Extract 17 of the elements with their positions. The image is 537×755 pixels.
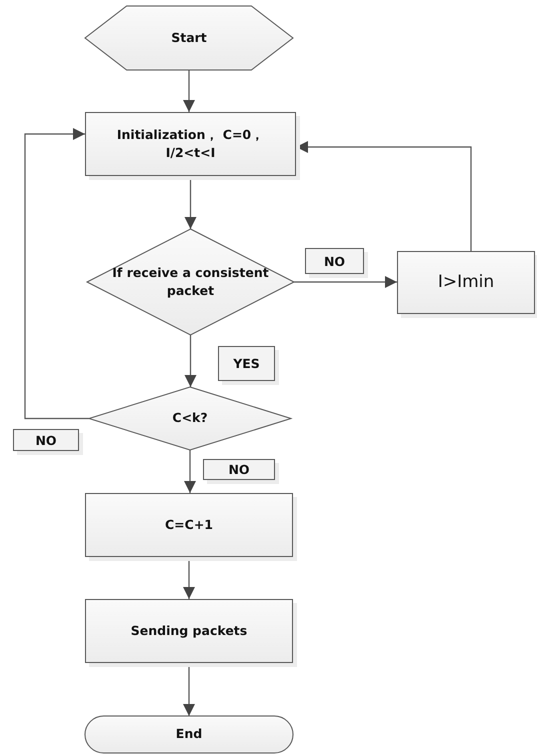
arrow (184, 450, 196, 493)
node-label: C=C+1 (164, 516, 214, 534)
end-terminal (85, 716, 293, 753)
decision-diamond (87, 229, 294, 335)
arrow (183, 70, 195, 112)
node-label: Sending packets (130, 622, 248, 640)
start-terminal (85, 6, 293, 70)
node-label: End (174, 725, 204, 744)
node-label: Start (170, 28, 208, 47)
decision-diamond (89, 387, 291, 450)
arrow (24, 128, 89, 420)
arrow (294, 276, 397, 288)
arrow (184, 335, 196, 387)
node-label: C<k? (171, 409, 209, 428)
node-label: If receive a consistent packet (111, 264, 270, 300)
node-label: I>Imin (436, 271, 496, 294)
node-label: Initialization， C=0， I/2<t<I (116, 126, 266, 162)
